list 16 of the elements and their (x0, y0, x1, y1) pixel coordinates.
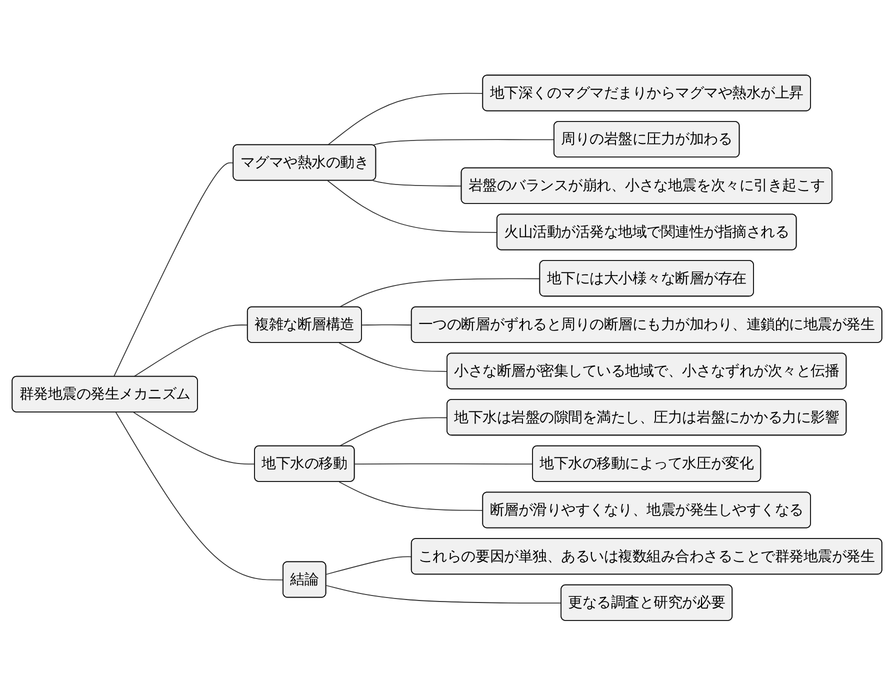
connector (327, 180, 498, 234)
connector (327, 93, 484, 146)
connector (326, 556, 412, 576)
connector (338, 417, 448, 447)
connector (372, 139, 555, 146)
connector (113, 162, 234, 378)
connector (115, 412, 284, 581)
connector (133, 324, 248, 378)
connector (372, 180, 462, 187)
connector (338, 482, 484, 512)
connector (133, 412, 256, 465)
connector (338, 342, 448, 372)
connector (361, 324, 412, 326)
connector (326, 585, 562, 604)
connector (338, 278, 541, 308)
connector (354, 464, 534, 465)
